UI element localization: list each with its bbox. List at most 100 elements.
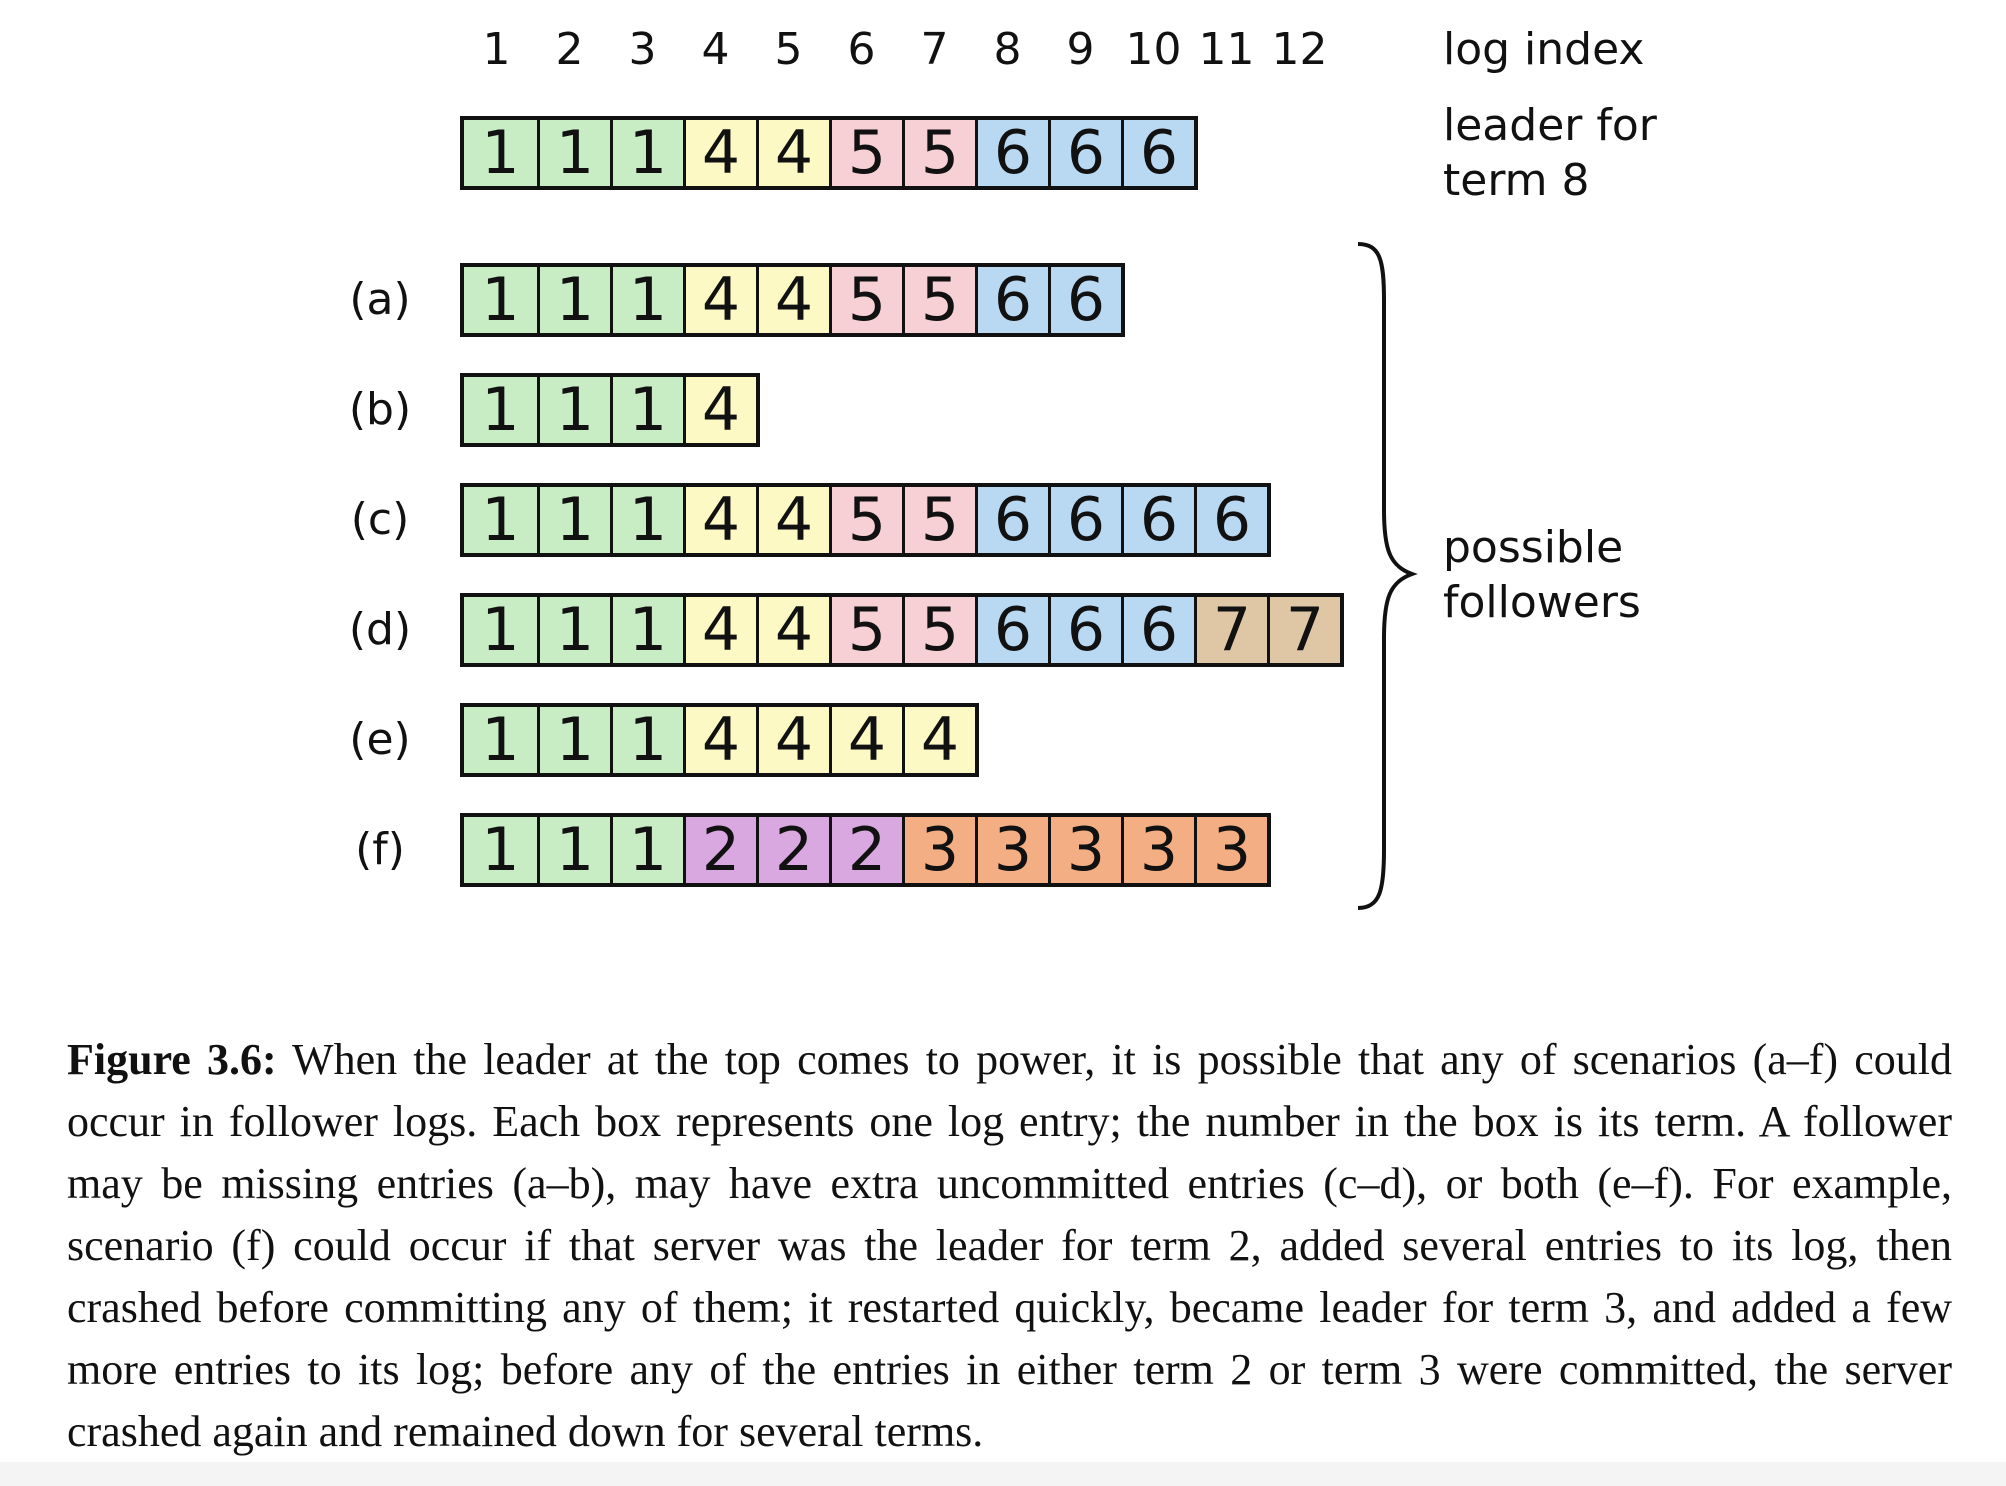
follower-c-entry-9: 6	[1048, 485, 1121, 555]
follower-e-entry-6: 4	[829, 705, 902, 775]
log-index-3: 3	[628, 24, 657, 75]
follower-label-c: (c)	[350, 494, 410, 545]
follower-f-entry-1: 1	[464, 815, 537, 885]
follower-e-entry-3: 1	[610, 705, 683, 775]
follower-a-entry-6: 5	[829, 265, 902, 335]
log-index-7: 7	[920, 24, 949, 75]
follower-d-entry-10: 6	[1121, 595, 1194, 665]
followers-label-line1: possible	[1443, 522, 1624, 573]
follower-c-entry-4: 4	[683, 485, 756, 555]
follower-c-entry-2: 1	[537, 485, 610, 555]
follower-c-entry-6: 5	[829, 485, 902, 555]
follower-e-entry-7: 4	[902, 705, 975, 775]
follower-d-entry-7: 5	[902, 595, 975, 665]
follower-a-entry-4: 4	[683, 265, 756, 335]
leader-entry-10: 6	[1121, 118, 1194, 188]
follower-f-entry-2: 1	[537, 815, 610, 885]
caption-label: Figure 3.6:	[67, 1035, 277, 1084]
follower-f-entry-6: 2	[829, 815, 902, 885]
follower-b-entry-1: 1	[464, 375, 537, 445]
follower-d-entry-5: 4	[756, 595, 829, 665]
followers-brace	[1357, 242, 1418, 910]
leader-entry-3: 1	[610, 118, 683, 188]
leader-label-line1: leader for	[1443, 100, 1657, 151]
follower-f-entry-4: 2	[683, 815, 756, 885]
follower-c-entry-5: 4	[756, 485, 829, 555]
follower-d-entry-3: 1	[610, 595, 683, 665]
follower-f-entry-7: 3	[902, 815, 975, 885]
follower-c-entry-7: 5	[902, 485, 975, 555]
follower-a-entry-7: 5	[902, 265, 975, 335]
log-index-12: 12	[1271, 24, 1328, 75]
follower-d-entry-1: 1	[464, 595, 537, 665]
follower-d-entry-6: 5	[829, 595, 902, 665]
leader-entry-6: 5	[829, 118, 902, 188]
figure-caption: Figure 3.6: When the leader at the top c…	[67, 1029, 1952, 1463]
leader-entry-4: 4	[683, 118, 756, 188]
log-index-9: 9	[1066, 24, 1095, 75]
leader-entry-9: 6	[1048, 118, 1121, 188]
follower-label-e: (e)	[349, 714, 411, 765]
follower-label-b: (b)	[348, 384, 412, 435]
follower-d-entry-2: 1	[537, 595, 610, 665]
log-index-label: log index	[1443, 24, 1645, 75]
follower-d-entry-11: 7	[1194, 595, 1267, 665]
log-index-4: 4	[701, 24, 730, 75]
follower-a-entry-5: 4	[756, 265, 829, 335]
follower-b-entry-4: 4	[683, 375, 756, 445]
follower-c-entry-11: 6	[1194, 485, 1267, 555]
follower-f-entry-5: 2	[756, 815, 829, 885]
log-index-8: 8	[993, 24, 1022, 75]
follower-a-entry-9: 6	[1048, 265, 1121, 335]
bottom-strip	[0, 1462, 2006, 1486]
follower-f-entry-8: 3	[975, 815, 1048, 885]
follower-e-entry-1: 1	[464, 705, 537, 775]
follower-c-entry-8: 6	[975, 485, 1048, 555]
log-index-1: 1	[482, 24, 511, 75]
leader-entry-5: 4	[756, 118, 829, 188]
follower-e-entry-5: 4	[756, 705, 829, 775]
leader-entry-2: 1	[537, 118, 610, 188]
follower-b-entry-3: 1	[610, 375, 683, 445]
caption-text: When the leader at the top comes to powe…	[67, 1035, 1952, 1456]
leader-label-line2: term 8	[1443, 155, 1590, 206]
log-index-2: 2	[555, 24, 584, 75]
follower-d-entry-4: 4	[683, 595, 756, 665]
follower-d-entry-9: 6	[1048, 595, 1121, 665]
log-index-10: 10	[1125, 24, 1182, 75]
follower-d-entry-8: 6	[975, 595, 1048, 665]
follower-c-entry-10: 6	[1121, 485, 1194, 555]
follower-f-entry-9: 3	[1048, 815, 1121, 885]
follower-label-d: (d)	[348, 604, 412, 655]
follower-d-entry-12: 7	[1267, 595, 1340, 665]
log-index-5: 5	[774, 24, 803, 75]
follower-a-entry-1: 1	[464, 265, 537, 335]
leader-entry-7: 5	[902, 118, 975, 188]
leader-entry-8: 6	[975, 118, 1048, 188]
follower-c-entry-3: 1	[610, 485, 683, 555]
log-index-11: 11	[1198, 24, 1255, 75]
log-index-6: 6	[847, 24, 876, 75]
follower-a-entry-2: 1	[537, 265, 610, 335]
follower-a-entry-8: 6	[975, 265, 1048, 335]
follower-label-f: (f)	[355, 824, 405, 875]
follower-label-a: (a)	[349, 274, 411, 325]
leader-entry-1: 1	[464, 118, 537, 188]
follower-c-entry-1: 1	[464, 485, 537, 555]
follower-e-entry-2: 1	[537, 705, 610, 775]
follower-e-entry-4: 4	[683, 705, 756, 775]
follower-f-entry-10: 3	[1121, 815, 1194, 885]
follower-f-entry-11: 3	[1194, 815, 1267, 885]
follower-b-entry-2: 1	[537, 375, 610, 445]
followers-label-line2: followers	[1443, 577, 1641, 628]
follower-a-entry-3: 1	[610, 265, 683, 335]
follower-f-entry-3: 1	[610, 815, 683, 885]
